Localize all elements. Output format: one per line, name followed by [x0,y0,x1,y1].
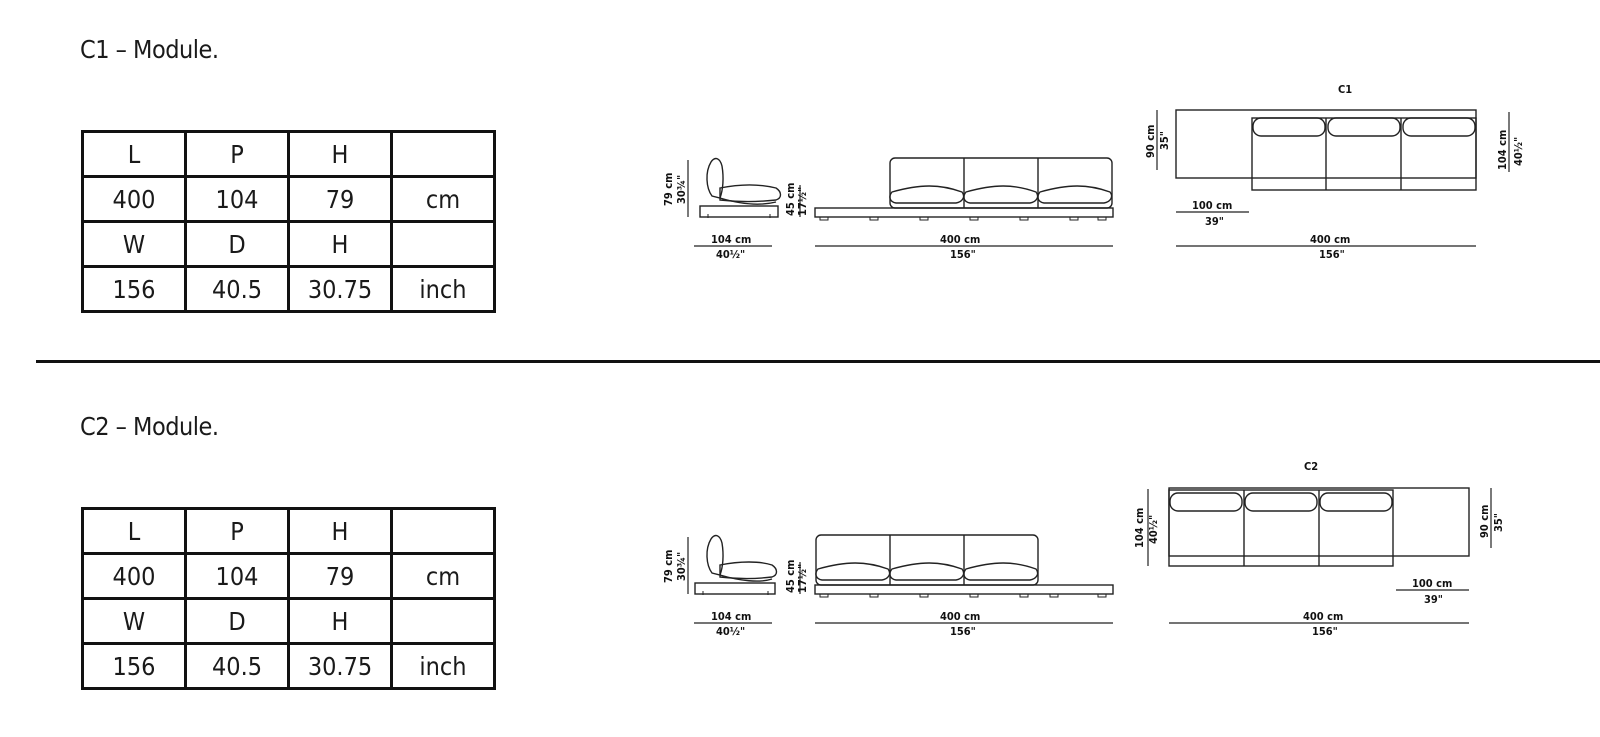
table-cell: 79 [287,552,393,600]
table-cell: D [184,597,290,645]
table-cell: inch [390,642,496,690]
side-depth-inch-c1: 40½" [716,248,745,261]
table-cell: 400 [81,552,187,600]
side-depth-inch-c2: 40½" [716,625,745,638]
table-cell [390,597,496,645]
table-cell: 40.5 [184,265,290,313]
seat-height-cm-c1: 45 cm [784,183,797,216]
table-cell: W [81,220,187,268]
plan-platform-depth-inch-c1: 35" [1158,131,1171,150]
table-cell: inch [390,265,496,313]
table-cell: cm [390,175,496,223]
dimensions-table-c1: L P H 400 104 79 cm W D H 156 40.5 30.75… [81,130,496,313]
table-row: 400 104 79 cm [81,552,496,600]
side-depth-cm-c2: 104 cm [711,610,751,623]
table-row: L P H [81,130,496,178]
plan-length-cm-c1: 400 cm [1310,233,1350,246]
section-title-c2: C2 – Module. [80,412,219,441]
dimensions-table-c2: L P H 400 104 79 cm W D H 156 40.5 30.75… [81,507,496,690]
table-cell: 79 [287,175,393,223]
table-cell: 400 [81,175,187,223]
plan-length-cm-c2: 400 cm [1303,610,1343,623]
table-cell: H [287,220,393,268]
front-view-c2: 45 cm 17½" 400 cm 156" [784,534,1114,638]
table-row: 400 104 79 cm [81,175,496,223]
plan-view-c1: C1 90 cm 35" 100 cm 39" 400 cm 156" 104 … [1144,83,1525,261]
side-height-inch-c1: 30¾" [675,175,688,204]
table-cell: 156 [81,642,187,690]
plan-platform-length-cm-c1: 100 cm [1192,199,1232,212]
plan-depth-cm-c2: 104 cm [1133,508,1146,548]
table-cell: W [81,597,187,645]
table-row: W D H [81,220,496,268]
front-length-inch-c2: 156" [950,625,976,638]
table-cell: 30.75 [287,265,393,313]
side-depth-cm-c1: 104 cm [711,233,751,246]
plan-platform-length-inch-c2: 39" [1424,593,1443,606]
plan-platform-depth-cm-c2: 90 cm [1478,505,1491,538]
plan-view-c2: C2 104 cm 40½" 90 cm 35" 100 cm 39" 400 … [1133,460,1505,638]
side-height-cm-c2: 79 cm [662,550,675,583]
side-view-c1: 79 cm 30¾" 104 cm 40½" [662,157,782,261]
table-cell: 30.75 [287,642,393,690]
table-row: 156 40.5 30.75 inch [81,265,496,313]
table-cell: 104 [184,552,290,600]
table-cell: D [184,220,290,268]
plan-depth-inch-c2: 40½" [1147,515,1160,544]
table-cell: 156 [81,265,187,313]
plan-label-c2: C2 [1304,460,1318,473]
plan-length-inch-c1: 156" [1319,248,1345,261]
side-view-c2: 79 cm 30¾" 104 cm 40½" [662,534,778,638]
table-cell: L [81,130,187,178]
plan-platform-length-inch-c1: 39" [1205,215,1224,228]
table-cell [390,130,496,178]
plan-length-inch-c2: 156" [1312,625,1338,638]
seat-height-inch-c2: 17½" [796,564,809,593]
section-title-c1: C1 – Module. [80,35,219,64]
plan-platform-depth-inch-c2: 35" [1492,513,1505,532]
plan-depth-inch-c1: 40½" [1512,137,1525,166]
plan-platform-depth-cm-c1: 90 cm [1144,125,1157,158]
table-cell [390,220,496,268]
side-height-cm-c1: 79 cm [662,173,675,206]
table-row: 156 40.5 30.75 inch [81,642,496,690]
front-length-inch-c1: 156" [950,248,976,261]
table-cell: L [81,507,187,555]
seat-height-inch-c1: 17½" [796,187,809,216]
table-row: W D H [81,597,496,645]
table-cell: H [287,507,393,555]
table-cell: P [184,130,290,178]
plan-platform-length-cm-c2: 100 cm [1412,577,1452,590]
plan-depth-cm-c1: 104 cm [1496,130,1509,170]
table-cell: H [287,597,393,645]
front-length-cm-c2: 400 cm [940,610,980,623]
side-height-inch-c2: 30¾" [675,552,688,581]
table-cell: P [184,507,290,555]
plan-label-c1: C1 [1338,83,1352,96]
table-row: L P H [81,507,496,555]
table-cell: H [287,130,393,178]
table-cell: 104 [184,175,290,223]
section-divider [36,360,1600,363]
table-cell: cm [390,552,496,600]
table-cell: 40.5 [184,642,290,690]
front-view-c1: 45 cm 17½" 400 cm 156" [784,157,1114,261]
front-length-cm-c1: 400 cm [940,233,980,246]
table-cell [390,507,496,555]
seat-height-cm-c2: 45 cm [784,560,797,593]
